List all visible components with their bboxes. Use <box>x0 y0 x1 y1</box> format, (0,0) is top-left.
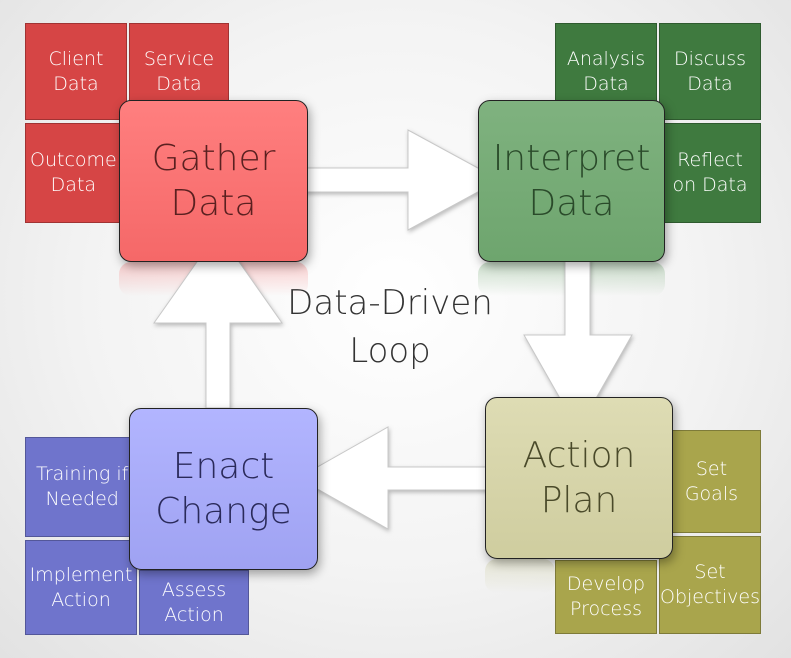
analysis-data-line1: Analysis <box>566 47 646 70</box>
interpret-line1: Interpret <box>492 138 651 179</box>
develop-process-line2: Process <box>569 598 643 620</box>
outcome-data-line2: Data <box>50 174 97 196</box>
client-data-line2: Data <box>53 72 99 95</box>
enact-line1: Enact <box>172 446 275 487</box>
outcome-data-line1: Outcome <box>30 149 117 172</box>
arrow-right <box>297 129 502 231</box>
center-label-line2: Loop <box>349 330 431 371</box>
center-label: Data-Driven Loop <box>270 280 510 375</box>
center-label-line1: Data-Driven <box>287 283 493 323</box>
arrow-up <box>153 231 283 409</box>
action-line1: Action <box>522 435 636 476</box>
discuss-data-line2: Data <box>687 72 733 95</box>
reflect-line1: Reflect <box>677 149 743 172</box>
action-reflection <box>485 559 555 593</box>
training-line1: Training if <box>36 463 129 486</box>
client-data-line1: Client <box>48 47 104 70</box>
analysis-data-line2: Data <box>583 72 629 95</box>
service-data-line1: Service <box>143 47 215 70</box>
service-data-line2: Data <box>156 72 202 95</box>
set-goals-line1: Set <box>695 457 728 480</box>
set-objectives-line1: Set <box>694 561 726 584</box>
interpret-line2: Data <box>528 183 615 224</box>
assess-line2: Action <box>164 603 224 626</box>
set-objectives-line2: Objectives <box>660 586 760 608</box>
discuss-data-line1: Discuss <box>673 47 747 70</box>
implement-line1: Implement <box>29 563 133 586</box>
arrow-left <box>296 426 501 530</box>
implement-line2: Action <box>51 588 111 611</box>
develop-process-line1: Develop <box>566 573 646 596</box>
action-line2: Plan <box>540 480 618 521</box>
training-line2: Needed <box>45 488 119 510</box>
set-goals-line2: Goals <box>684 482 738 505</box>
gather-line2: Data <box>170 183 257 224</box>
enact-line2: Change <box>155 491 292 532</box>
reflect-line2: on Data <box>672 174 748 196</box>
assess-line1: Assess <box>161 578 227 601</box>
gather-line1: Gather <box>151 138 276 179</box>
